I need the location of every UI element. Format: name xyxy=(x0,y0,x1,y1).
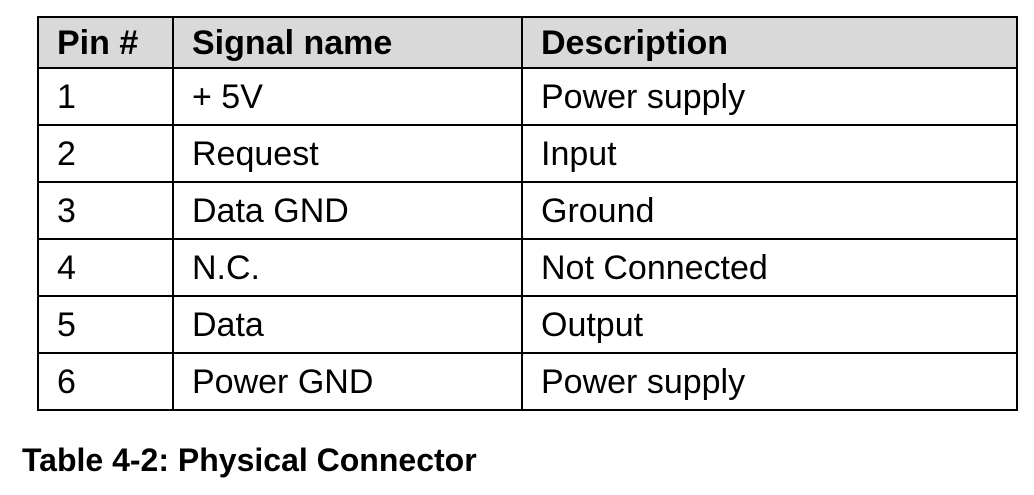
header-row: Pin # Signal name Description xyxy=(37,16,1018,69)
cell-signal-name: N.C. xyxy=(172,238,523,297)
cell-signal-name: Data GND xyxy=(172,181,523,240)
cell-description: Power supply xyxy=(521,352,1018,411)
cell-signal-name: Request xyxy=(172,124,523,183)
header-pin: Pin # xyxy=(37,16,174,69)
table-row: 6 Power GND Power supply xyxy=(37,352,1018,411)
cell-pin: 1 xyxy=(37,67,174,126)
table-row: 5 Data Output xyxy=(37,295,1018,354)
cell-description: Not Connected xyxy=(521,238,1018,297)
pin-table: Pin # Signal name Description 1 + 5V Pow… xyxy=(37,16,1018,411)
cell-pin: 6 xyxy=(37,352,174,411)
cell-signal-name: Data xyxy=(172,295,523,354)
cell-signal-name: Power GND xyxy=(172,352,523,411)
cell-pin: 2 xyxy=(37,124,174,183)
table-header: Pin # Signal name Description xyxy=(37,16,1018,69)
header-signal-name: Signal name xyxy=(172,16,523,69)
cell-pin: 3 xyxy=(37,181,174,240)
table-row: 4 N.C. Not Connected xyxy=(37,238,1018,297)
cell-description: Ground xyxy=(521,181,1018,240)
cell-description: Output xyxy=(521,295,1018,354)
table-row: 2 Request Input xyxy=(37,124,1018,183)
header-description: Description xyxy=(521,16,1018,69)
cell-description: Power supply xyxy=(521,67,1018,126)
table-caption: Table 4-2: Physical Connector xyxy=(22,442,477,478)
cell-pin: 4 xyxy=(37,238,174,297)
table-row: 1 + 5V Power supply xyxy=(37,67,1018,126)
cell-description: Input xyxy=(521,124,1018,183)
table-row: 3 Data GND Ground xyxy=(37,181,1018,240)
table-body: 1 + 5V Power supply 2 Request Input 3 Da… xyxy=(37,67,1018,411)
cell-signal-name: + 5V xyxy=(172,67,523,126)
cell-pin: 5 xyxy=(37,295,174,354)
